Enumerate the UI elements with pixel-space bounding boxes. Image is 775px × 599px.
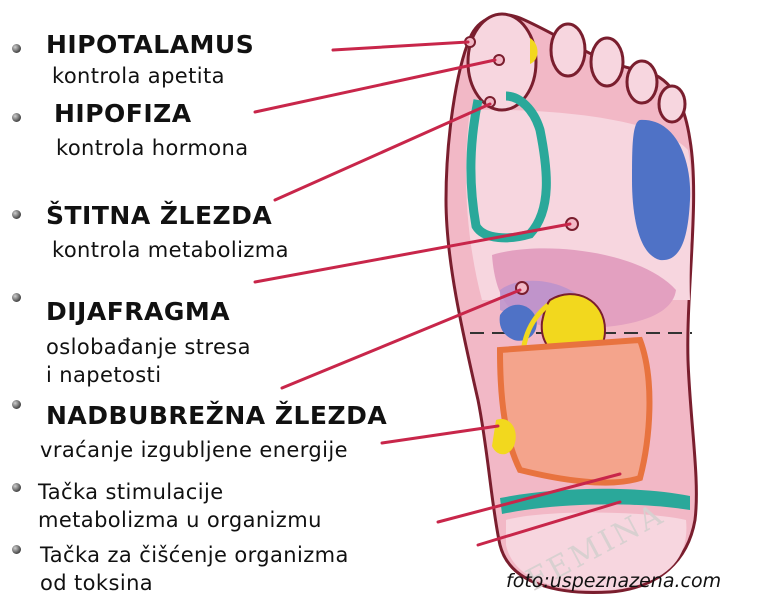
bullet-2 — [12, 113, 21, 122]
label-ciscenje-desc-2: od toksina — [40, 573, 153, 594]
label-stimulacija-desc-1: Tačka stimulacije — [38, 482, 224, 503]
toe-5 — [659, 86, 685, 122]
label-dijafragma-desc-2: i napetosti — [46, 365, 161, 386]
label-dijafragma-title: DIJAFRAGMA — [46, 299, 230, 324]
toe-4 — [627, 61, 657, 103]
bullet-6 — [12, 483, 21, 492]
leader-energija — [382, 426, 498, 443]
label-dijafragma-desc-1: oslobađanje stresa — [46, 337, 251, 358]
bullet-1 — [12, 44, 21, 53]
label-nadbubrezna-desc: vraćanje izgubljene energije — [40, 440, 348, 461]
label-ciscenje-desc-1: Tačka za čišćenje organizma — [40, 545, 349, 566]
photo-credit: foto:uspeznazena.com — [506, 570, 721, 592]
toe-3 — [591, 38, 623, 86]
label-stitna-desc: kontrola metabolizma — [52, 240, 289, 261]
label-hipotalamus-desc: kontrola apetita — [52, 66, 225, 87]
bullet-3 — [12, 210, 21, 219]
label-hipofiza-title: HIPOFIZA — [54, 101, 192, 126]
bullet-4 — [12, 293, 21, 302]
label-nadbubrezna-title: NADBUBREŽNA ŽLEZDA — [46, 403, 387, 428]
label-stitna-title: ŠTITNA ŽLEZDA — [46, 203, 272, 228]
bullet-5 — [12, 400, 21, 409]
label-stimulacija-desc-2: metabolizma u organizmu — [38, 510, 322, 531]
label-hipofiza-desc: kontrola hormona — [56, 138, 249, 159]
intestine-zone — [500, 340, 649, 483]
label-hipotalamus-title: HIPOTALAMUS — [46, 32, 254, 57]
leader-hipotalamus — [333, 42, 468, 50]
toe-2 — [551, 24, 585, 76]
bullet-7 — [12, 545, 21, 554]
